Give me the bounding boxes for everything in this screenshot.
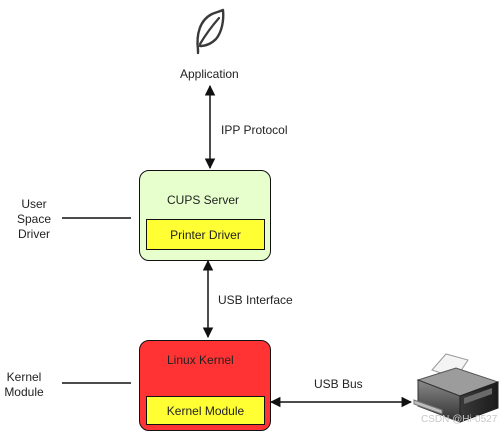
user-space-driver-line-3: Driver: [18, 227, 50, 241]
user-space-driver-label: User Space Driver: [12, 197, 56, 242]
kernel-module-side-label: Kernel Module: [2, 370, 46, 400]
ipp-protocol-label: IPP Protocol: [221, 123, 288, 137]
leaf-icon: [196, 8, 225, 55]
watermark: CSDN @Hi-0527: [421, 414, 498, 425]
cups-server-title: CUPS Server: [167, 193, 240, 207]
user-space-driver-line-2: Space: [16, 212, 52, 226]
printer-icon: [413, 353, 500, 423]
cups-server-box: CUPS Server Printer Driver: [139, 170, 271, 261]
kernel-module-side-line-2: Module: [4, 385, 44, 399]
linux-kernel-box: Linux Kernel Kernel Module: [139, 340, 271, 431]
usb-interface-label: USB Interface: [218, 293, 293, 307]
printer-driver-box: Printer Driver: [146, 219, 265, 250]
kernel-module-side-line-1: Kernel: [6, 370, 42, 384]
kernel-module-box: Kernel Module: [146, 396, 265, 425]
user-space-driver-line-1: User: [21, 197, 47, 211]
usb-bus-label: USB Bus: [314, 377, 363, 391]
linux-kernel-title: Linux Kernel: [167, 353, 234, 367]
application-label: Application: [180, 67, 239, 81]
